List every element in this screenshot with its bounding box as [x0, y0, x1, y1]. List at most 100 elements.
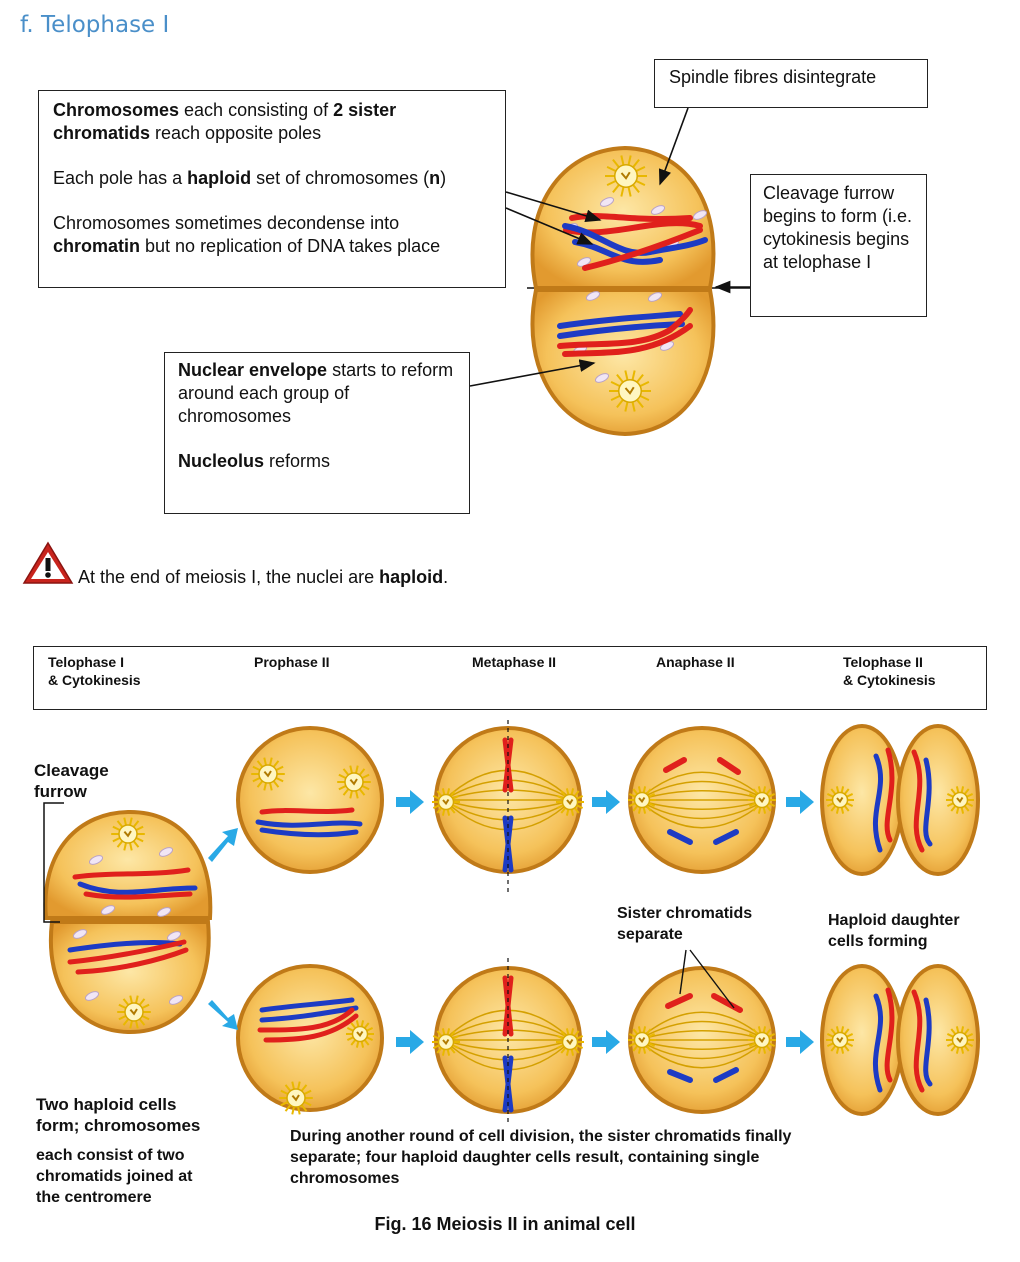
stage-arrow: [396, 790, 424, 814]
vesicle: [84, 991, 100, 1001]
chromatid-red: [263, 1013, 359, 1043]
chromatid-red: [257, 1007, 355, 1033]
chromatid-blue: [667, 829, 693, 845]
vesicle: [156, 907, 172, 917]
stage-arrow: [592, 1030, 620, 1054]
chromatid-blue: [259, 827, 359, 838]
chromatid-red: [259, 807, 355, 815]
centrosome: [946, 786, 974, 814]
warning-icon: [22, 541, 74, 584]
cleavage-text: Cleavage furrow begins to form (i.e. cyt…: [763, 183, 913, 272]
centrosome: [432, 788, 460, 816]
chromatid-red: [663, 757, 687, 773]
vesicle: [72, 929, 88, 939]
chromatid-red: [582, 227, 703, 271]
centriole-mark: [638, 1036, 646, 1044]
centriole-mark: [356, 1030, 364, 1038]
spindle-fibre: [637, 790, 767, 801]
vesicle: [599, 197, 615, 207]
stage-arrow: [396, 1030, 424, 1054]
stage-arrow: [208, 1000, 238, 1030]
centriole-mark: [291, 1094, 300, 1102]
chromatid-red: [665, 993, 693, 1009]
chromatid-blue: [502, 1055, 514, 1113]
centriole-mark: [638, 796, 646, 804]
chromatid-blue: [255, 819, 363, 828]
chromatid-blue: [923, 757, 933, 847]
chromatid-blue: [667, 1069, 693, 1083]
centrosome: [556, 788, 584, 816]
centriole-mark: [624, 386, 635, 395]
pointer-arrow: [469, 359, 596, 387]
centrosome: [556, 1028, 584, 1056]
centriole-mark: [758, 1036, 766, 1044]
vesicle: [88, 855, 104, 865]
chromatid-blue: [872, 753, 884, 853]
top-centrosome-upper: [605, 155, 647, 197]
centrosome: [946, 1026, 974, 1054]
stage-arrow: [786, 790, 814, 814]
nuclear-envelope-box: Nuclear envelope starts to reform around…: [164, 352, 470, 514]
telophase1-centrosome: [111, 817, 145, 851]
centriole-mark: [442, 798, 450, 806]
centrosome: [826, 786, 854, 814]
stage-header: [33, 646, 987, 710]
chromosomes-box: Chromosomes each consisting of 2 sister …: [38, 90, 506, 288]
pointer-line: [679, 949, 687, 995]
centriole-mark: [956, 1036, 964, 1044]
centrosome: [251, 757, 285, 791]
centriole-mark: [836, 1036, 844, 1044]
daughter-cell: [236, 726, 384, 874]
centriole-mark: [836, 796, 844, 804]
nuclear-text-2: Nucleolus reforms: [178, 451, 331, 471]
centriole: [614, 164, 638, 188]
stage-arrow: [592, 790, 620, 814]
chromatid-red: [83, 891, 193, 900]
chromatid-blue: [713, 1067, 739, 1083]
spindle-fibre: [637, 1011, 767, 1041]
stage-arrow: [208, 828, 238, 862]
chromatid-blue: [259, 1005, 359, 1023]
stage-arrow: [786, 1030, 814, 1054]
centrosome: [826, 1026, 854, 1054]
stage-telophase-1: Telophase I& Cytokinesis: [48, 654, 141, 688]
chromatid-red: [717, 757, 741, 775]
centriole-mark: [263, 770, 272, 778]
centriole-mark: [442, 1038, 450, 1046]
chromatid-red: [557, 307, 693, 349]
centrosome: [432, 1028, 460, 1056]
vesicle: [647, 292, 663, 302]
centriole-mark: [566, 798, 574, 806]
centriole: [618, 379, 642, 403]
vesicle: [594, 373, 610, 383]
centriole-mark: [349, 778, 358, 786]
spindle-fibre: [637, 1020, 767, 1041]
chromatid-red: [502, 737, 514, 793]
during-another-label: During another round of cell division, t…: [290, 1128, 792, 1187]
chromatid-red: [75, 947, 189, 975]
centriole-mark: [758, 796, 766, 804]
spindle-fibre: [637, 1030, 767, 1041]
pointer-arrow: [505, 191, 602, 223]
spindle-fibre: [637, 1039, 767, 1069]
stage-prophase-2: Prophase II: [254, 654, 330, 670]
chromatid-blue: [77, 881, 198, 895]
chromosomes-text-1: Chromosomes each consisting of 2 sister …: [53, 100, 397, 143]
vesicle: [692, 210, 708, 220]
pointer-arrow: [658, 107, 689, 186]
chromatid-red: [911, 749, 925, 853]
stage-telophase-2: Telophase II& Cytokinesis: [843, 654, 936, 688]
chromatid-red: [569, 213, 693, 222]
cleavage-box: Cleavage furrow begins to form (i.e. cyt…: [750, 174, 927, 317]
chromatid-red: [911, 989, 925, 1093]
spindle-fibre: [637, 799, 767, 810]
chromatid-red: [884, 747, 895, 843]
centrosome: [748, 786, 776, 814]
chromatid-red: [67, 939, 187, 965]
centriole-mark: [123, 830, 132, 838]
spindle-fibre: [637, 1039, 767, 1060]
